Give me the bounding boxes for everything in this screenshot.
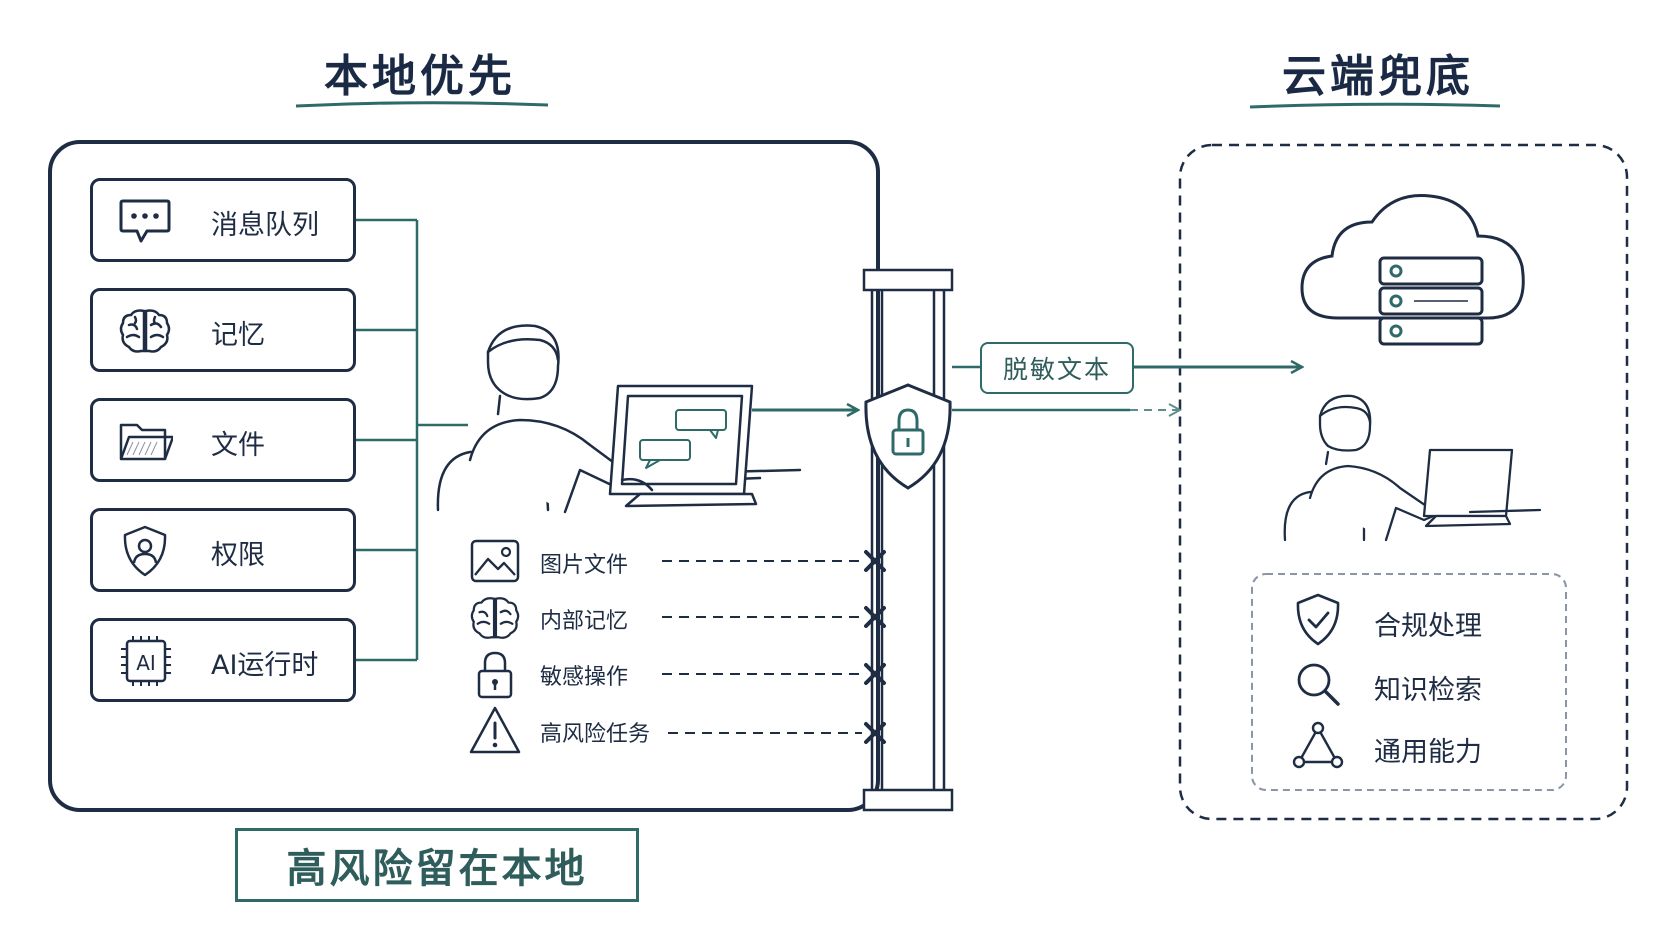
blocked-item-high-risk-tasks: 高风险任务	[468, 704, 888, 758]
cloud-server-icon	[1300, 194, 1525, 346]
svg-text:AI: AI	[136, 651, 156, 675]
blocked-item-label: 内部记忆	[540, 609, 629, 634]
capability-compliance: 合规处理	[1290, 592, 1570, 648]
lock-icon	[477, 651, 513, 699]
blocked-item-label: 高风险任务	[540, 722, 651, 747]
folder-icon	[119, 423, 173, 461]
ai-chip-icon: AI	[121, 636, 171, 686]
module-label: 记忆	[211, 320, 265, 351]
network-triangle-icon	[1292, 721, 1344, 769]
capability-general: 通用能力	[1290, 718, 1570, 774]
capability-label: 合规处理	[1374, 611, 1482, 642]
image-icon	[470, 539, 520, 583]
blocked-item-label: 图片文件	[540, 553, 629, 578]
capability-label: 知识检索	[1374, 675, 1482, 706]
module-card-files: 文件	[90, 398, 356, 482]
high-risk-local-banner: 高风险留在本地	[235, 828, 639, 902]
blocked-cross-marks	[864, 550, 886, 744]
blocked-item-images: 图片文件	[468, 535, 888, 589]
brain-icon	[470, 597, 520, 639]
module-label: 权限	[211, 540, 265, 571]
cloud-title-underline	[1249, 102, 1501, 109]
cross-icon	[864, 606, 886, 628]
brain-icon	[119, 309, 171, 353]
blocked-item-label: 敏感操作	[540, 665, 629, 690]
shield-lock-icon	[864, 383, 952, 490]
laptop-chat-bubbles	[639, 409, 727, 469]
blocked-lines	[662, 560, 862, 734]
module-card-permissions: 权限	[90, 508, 356, 592]
module-label: 文件	[211, 430, 265, 461]
capability-label: 通用能力	[1374, 737, 1482, 768]
local-user-illustration	[436, 324, 802, 514]
cross-icon	[864, 722, 886, 744]
cross-icon	[864, 663, 886, 685]
cloud-section-title: 云端兜底	[1282, 51, 1474, 102]
blocked-item-sensitive-ops: 敏感操作	[468, 647, 888, 701]
shield-check-icon	[1296, 593, 1340, 646]
local-title-underline	[295, 101, 549, 108]
local-section-title: 本地优先	[324, 51, 516, 102]
chat-bubble-icon	[119, 199, 171, 243]
cloud-frame	[1178, 143, 1629, 821]
capability-knowledge-search: 知识检索	[1290, 656, 1570, 712]
desensitized-text-tag: 脱敏文本	[980, 342, 1134, 394]
warning-icon	[469, 706, 521, 754]
local-frame	[48, 140, 880, 812]
blocked-item-internal-memory: 内部记忆	[468, 591, 888, 645]
capabilities-panel	[1251, 573, 1567, 791]
cross-icon	[864, 550, 886, 572]
cloud-user-illustration	[1283, 394, 1542, 542]
module-label: AI运行时	[211, 650, 319, 681]
magnifier-icon	[1297, 663, 1340, 706]
gateway-wall	[862, 268, 954, 812]
module-card-ai-runtime: AI AI运行时	[90, 618, 356, 702]
module-label: 消息队列	[211, 210, 319, 241]
module-card-memory: 记忆	[90, 288, 356, 372]
module-connectors	[356, 218, 468, 662]
shield-user-icon	[123, 525, 167, 577]
module-card-message-queue: 消息队列	[90, 178, 356, 262]
